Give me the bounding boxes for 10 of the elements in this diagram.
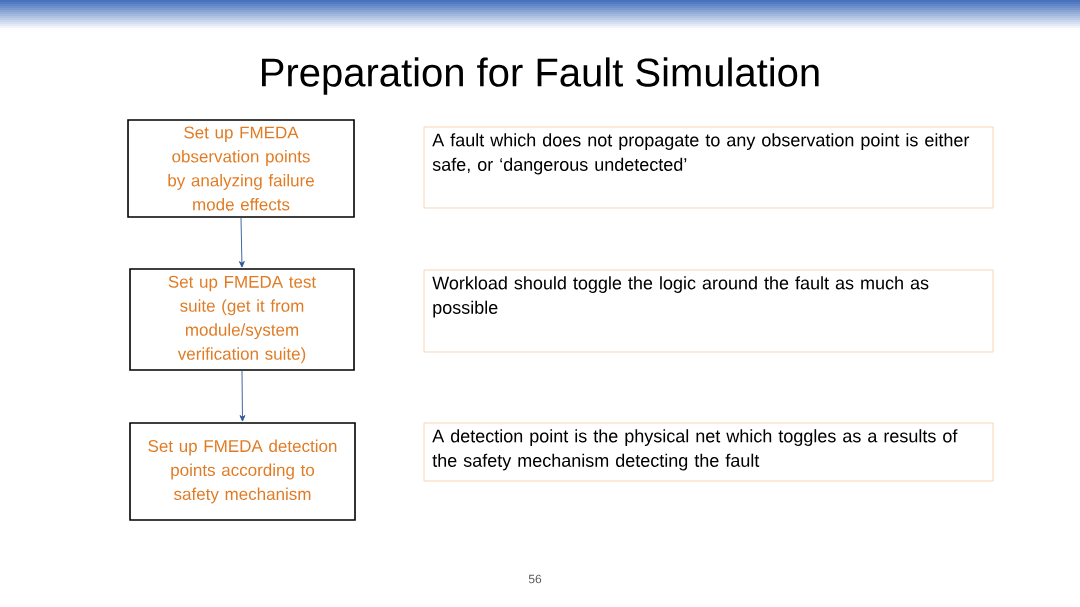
note-box: A fault which does not propagate to any observation point is either safe, or ‘dangerous undetected’ xyxy=(423,126,994,209)
process-box: Set up FMEDA observation points by analyzing failure mode effects xyxy=(127,119,355,218)
process-box: Set up FMEDA test suite (get it from module/system verification suite) xyxy=(129,268,355,371)
note-box: Workload should toggle the logic around the fault as much as possible xyxy=(423,269,994,353)
process-box: Set up FMEDA detection points according to safety mechanism xyxy=(129,422,356,521)
arrow xyxy=(239,370,246,422)
arrow xyxy=(239,217,245,268)
note-box: A detection point is the physical net which toggles as a results of the safety mechanism detecting the fault xyxy=(423,422,994,482)
slide-title: Preparation for Fault Simulation xyxy=(262,57,819,95)
page-number: 56 xyxy=(528,574,542,584)
